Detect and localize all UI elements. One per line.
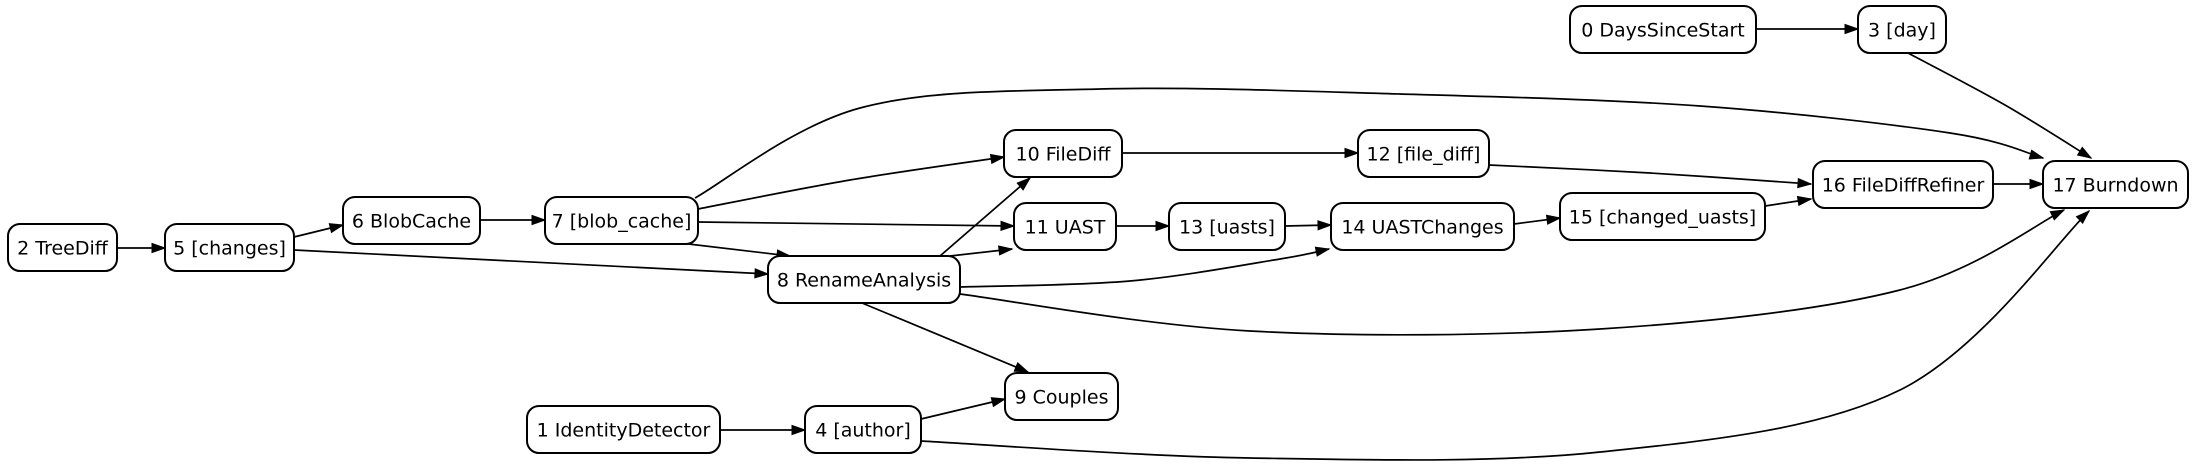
graph-node-box-6 xyxy=(342,196,481,245)
arrowhead-0-to-3 xyxy=(1844,23,1860,35)
graph-node-label-2: 2 TreeDiff xyxy=(17,238,109,260)
graph-node-15: 15 [changed_uasts] xyxy=(1559,192,1766,241)
graph-node-label-8: 8 RenameAnalysis xyxy=(777,270,951,292)
graph-node-box-15 xyxy=(1559,192,1766,241)
edge-8-to-10 xyxy=(939,177,1031,257)
edge-7-to-17 xyxy=(694,87,2044,199)
graph-node-label-0: 0 DaysSinceStart xyxy=(1581,20,1744,42)
graph-node-box-14 xyxy=(1330,202,1515,251)
edge-8-to-14 xyxy=(959,248,1330,288)
graph-node-box-17 xyxy=(2042,160,2189,209)
graph-node-label-4: 4 [author] xyxy=(815,420,911,442)
arrowhead-8-to-10 xyxy=(1016,176,1032,191)
edge-4-to-9 xyxy=(920,398,1006,420)
graph-node-box-1 xyxy=(526,405,721,454)
graph-node-label-5: 5 [changes] xyxy=(173,238,286,260)
graph-node-label-16: 16 FileDiffRefiner xyxy=(1822,175,1985,197)
graph-node-box-11 xyxy=(1013,202,1117,251)
graph-node-5: 5 [changes] xyxy=(164,223,295,272)
arrowhead-3-to-17 xyxy=(2076,146,2093,159)
graph-node-label-6: 6 BlobCache xyxy=(352,211,471,233)
graph-node-11: 11 UAST xyxy=(1013,202,1117,251)
graph-node-6: 6 BlobCache xyxy=(342,196,481,245)
graph-node-label-15: 15 [changed_uasts] xyxy=(1569,207,1756,229)
arrowhead-16-to-17 xyxy=(2029,178,2045,190)
graph-node-box-2 xyxy=(7,223,118,272)
graph-node-17: 17 Burndown xyxy=(2042,160,2189,209)
graph-node-label-13: 13 [uasts] xyxy=(1179,217,1275,239)
graph-node-8: 8 RenameAnalysis xyxy=(767,255,961,304)
graph-node-label-10: 10 FileDiff xyxy=(1015,144,1111,166)
graph-node-13: 13 [uasts] xyxy=(1168,202,1286,251)
arrowhead-11-to-13 xyxy=(1155,220,1171,232)
arrowhead-5-to-8 xyxy=(754,268,770,279)
arrowhead-5-to-6 xyxy=(328,223,345,234)
graph-node-12: 12 [file_diff] xyxy=(1357,129,1490,178)
graph-node-box-5 xyxy=(164,223,295,272)
edge-12-to-16 xyxy=(1488,164,1812,185)
graph-node-label-1: 1 IdentityDetector xyxy=(537,420,711,442)
arrowhead-12-to-16 xyxy=(1797,177,1813,189)
arrowhead-4-to-17 xyxy=(2075,209,2091,225)
arrowhead-8-to-14 xyxy=(1314,246,1331,257)
edge-7-to-10 xyxy=(697,156,1005,210)
arrowhead-8-to-17 xyxy=(2049,209,2066,221)
arrowhead-8-to-9 xyxy=(1013,362,1030,373)
graph-node-box-12 xyxy=(1357,129,1490,178)
graph-node-box-9 xyxy=(1004,372,1119,421)
graph-node-box-10 xyxy=(1003,129,1123,178)
graph-node-4: 4 [author] xyxy=(804,405,922,454)
arrowhead-15-to-16 xyxy=(1796,195,1813,207)
graph-node-label-9: 9 Couples xyxy=(1015,387,1109,409)
graph-node-10: 10 FileDiff xyxy=(1003,129,1123,178)
graph-node-box-16 xyxy=(1812,160,1994,209)
arrowhead-7-to-11 xyxy=(1000,220,1016,232)
graph-node-label-7: 7 [blob_cache] xyxy=(552,211,692,233)
dag-nodes-layer: 0 DaysSinceStart 1 IdentityDetector 2 Tree… xyxy=(7,5,2189,454)
arrowhead-7-to-17 xyxy=(2028,149,2045,160)
arrowhead-1-to-4 xyxy=(791,424,807,436)
graph-node-label-14: 14 UASTChanges xyxy=(1341,217,1503,239)
arrowhead-8-to-11 xyxy=(998,245,1014,256)
edge-8-to-9 xyxy=(861,302,1029,373)
edge-5-to-8 xyxy=(293,249,769,275)
arrowhead-13-to-14 xyxy=(1317,220,1333,231)
edge-7-to-8 xyxy=(679,242,791,257)
graph-node-0: 0 DaysSinceStart xyxy=(1569,5,1757,54)
graph-node-label-17: 17 Burndown xyxy=(2052,175,2178,197)
arrowhead-6-to-7 xyxy=(531,214,547,226)
arrowhead-14-to-15 xyxy=(1545,214,1562,225)
graph-node-16: 16 FileDiffRefiner xyxy=(1812,160,1994,209)
graph-node-box-4 xyxy=(804,405,922,454)
graph-node-box-8 xyxy=(767,255,961,304)
graph-node-box-3 xyxy=(1857,5,1947,54)
graph-node-label-3: 3 [day] xyxy=(1868,20,1936,42)
dag-edges-layer xyxy=(117,23,2093,461)
arrowhead-7-to-10 xyxy=(989,153,1006,165)
arrowhead-2-to-5 xyxy=(151,242,167,254)
edge-8-to-17 xyxy=(959,209,2065,336)
graph-node-7: 7 [blob_cache] xyxy=(544,196,699,245)
edge-3-to-17 xyxy=(1907,52,2092,159)
graph-node-3: 3 [day] xyxy=(1857,5,1947,54)
graph-node-2: 2 TreeDiff xyxy=(7,223,118,272)
graph-node-label-12: 12 [file_diff] xyxy=(1367,144,1481,166)
arrowhead-4-to-9 xyxy=(990,397,1007,408)
graph-node-box-7 xyxy=(544,196,699,245)
graph-node-box-13 xyxy=(1168,202,1286,251)
graph-node-box-0 xyxy=(1569,5,1757,54)
arrowhead-10-to-12 xyxy=(1344,147,1360,159)
graph-node-9: 9 Couples xyxy=(1004,372,1119,421)
graph-node-14: 14 UASTChanges xyxy=(1330,202,1515,251)
graph-node-label-11: 11 UAST xyxy=(1025,217,1106,239)
edge-4-to-17 xyxy=(920,210,2090,461)
graph-node-1: 1 IdentityDetector xyxy=(526,405,721,454)
edge-7-to-11 xyxy=(697,221,1015,227)
